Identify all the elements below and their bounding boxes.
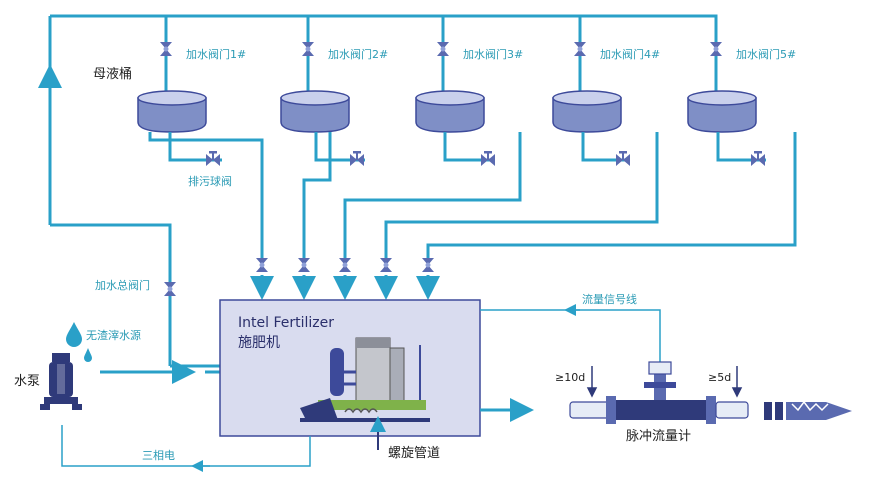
machine-illustration <box>300 337 430 422</box>
fertilizer-machine-box <box>219 299 481 437</box>
spiral-pipe-label: 螺旋管道 <box>388 446 441 461</box>
machine-title-en: Intel Fertilizer <box>238 315 334 331</box>
valve-label-5: 加水阀门5# <box>736 48 797 61</box>
downstream-distance-label: ≥5d <box>708 371 732 384</box>
water-drop-icon <box>66 322 92 362</box>
valve-label-2: 加水阀门2# <box>328 48 389 61</box>
flow-signal-line <box>480 304 661 362</box>
pump-supply-pipe <box>100 360 220 384</box>
valve-label-4: 加水阀门4# <box>600 48 661 61</box>
water-main-valve-label: 加水总阀门 <box>95 279 150 292</box>
mother-liquor-tank-label: 母液桶 <box>93 67 133 82</box>
left-riser-pipe <box>38 16 172 366</box>
machine-inlet-valves <box>256 258 434 272</box>
water-pump-icon <box>40 353 82 410</box>
mother-liquor-tanks <box>137 90 757 133</box>
drain-valve-label: 排污球阀 <box>188 175 232 188</box>
water-source-label: 无渣滓水源 <box>86 329 141 342</box>
flow-signal-label: 流量信号线 <box>582 293 637 306</box>
three-phase-line <box>61 425 311 472</box>
water-main-valve-icon <box>164 282 176 296</box>
distance-arrows <box>586 366 743 398</box>
valve-label-1: 加水阀门1# <box>186 48 247 61</box>
upstream-distance-label: ≥10d <box>555 371 586 384</box>
valve-label-3: 加水阀门3# <box>463 48 524 61</box>
flowmeter-label: 脉冲流量计 <box>626 429 692 444</box>
tank-outlet-pipes <box>148 132 797 268</box>
drain-valves <box>205 150 766 167</box>
inlet-arrows <box>250 275 440 300</box>
pump-label: 水泵 <box>14 374 41 389</box>
nozzle-icon <box>764 400 852 420</box>
three-phase-label: 三相电 <box>142 449 175 462</box>
flowmeter-assembly <box>569 361 749 424</box>
machine-title-cn: 施肥机 <box>238 335 280 351</box>
